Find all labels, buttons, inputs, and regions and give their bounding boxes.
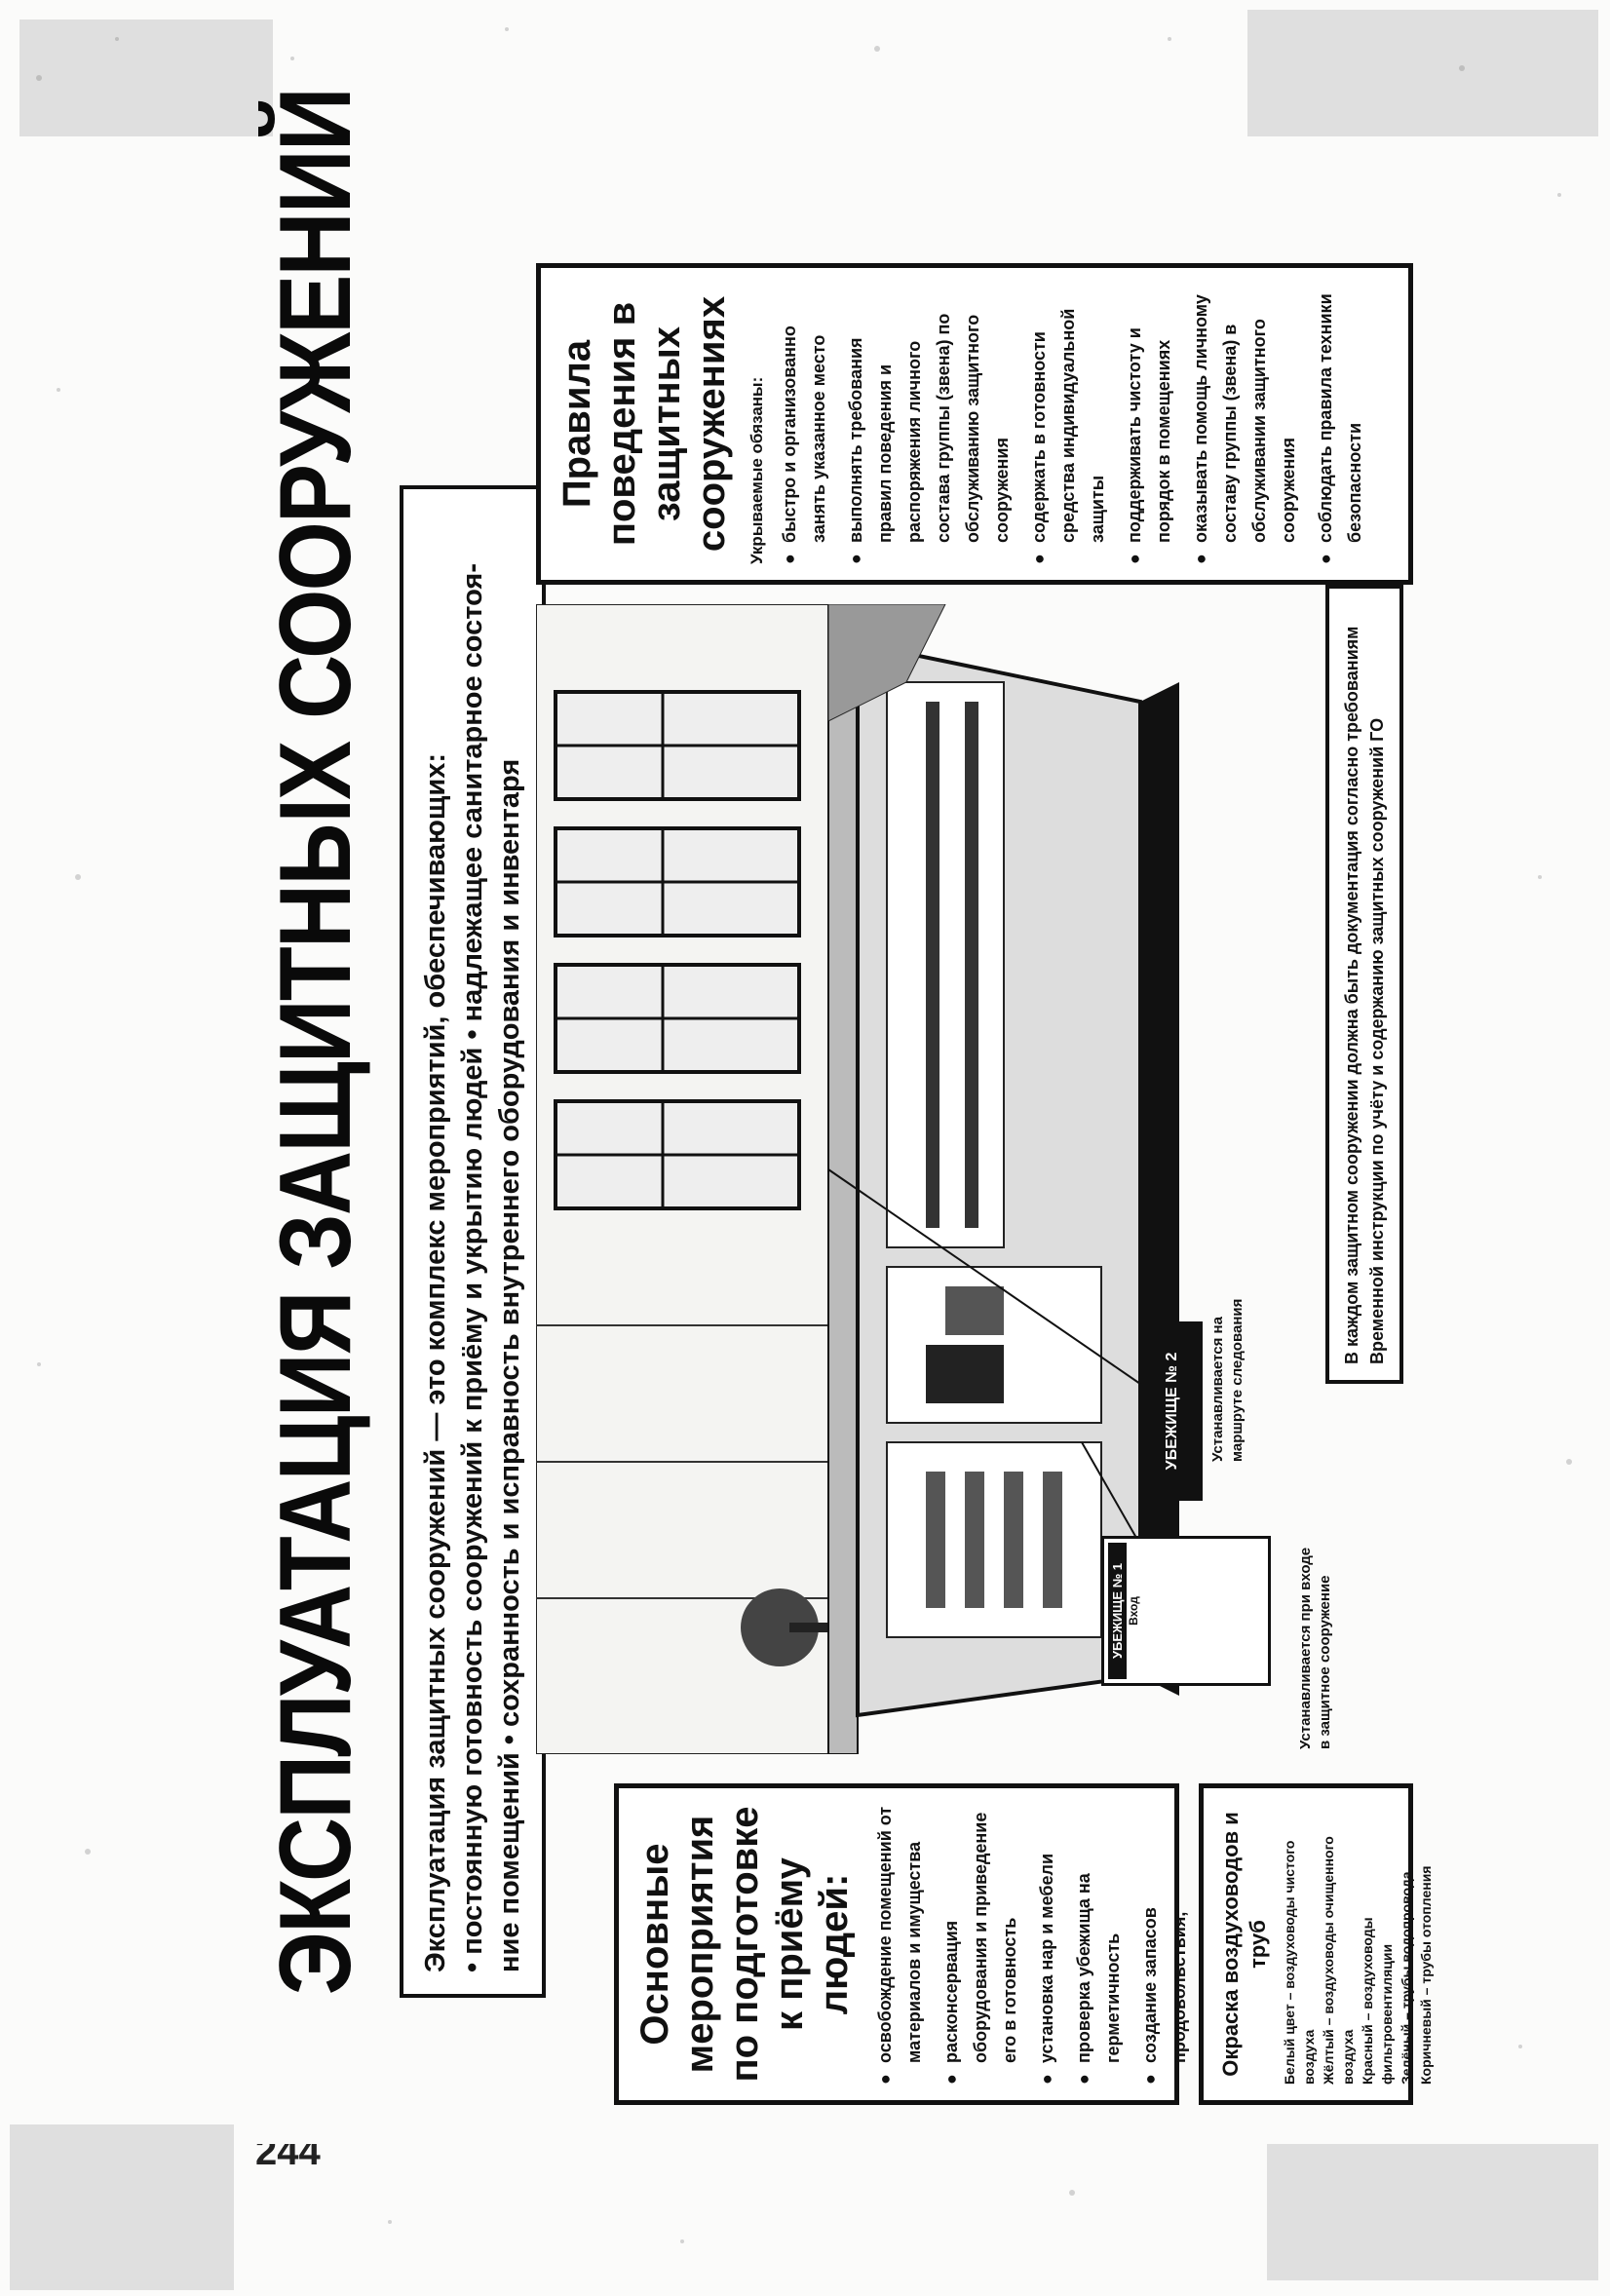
list-item: Белый цвет – воздуховоды чистого воздуха — [1282, 1840, 1317, 2085]
pipe-colors-box: Окраска воздуховодов и труб Белый цвет –… — [1199, 1783, 1434, 2105]
documentation-note: В каждом защитном сооружении должна быть… — [1325, 585, 1403, 1384]
list-item: содержать в готовности средства индивиду… — [1024, 284, 1112, 564]
list-item: оказывать помощь личному составу группы … — [1186, 284, 1303, 564]
shelter-sign-2: УБЕЖИЩЕ № 2 — [1150, 1321, 1203, 1501]
list-item: проверка убежища на герметичность — [1069, 1804, 1128, 2085]
sign-title: УБЕЖИЩЕ № 1 — [1108, 1543, 1127, 1679]
preparation-heading: Основные мероприятия по подготовке к при… — [633, 1806, 856, 2083]
pipe-colors-list: Белый цвет – воздуховоды чистого воздуха… — [1280, 1804, 1436, 2085]
list-item: Красный – воздуховоды фильтровентиляции — [1360, 1917, 1395, 2085]
list-item: Коричневый – трубы отопления — [1418, 1865, 1434, 2085]
list-item: соблюдать правила техники безопасности — [1311, 284, 1369, 564]
pipe-colors-heading: Окраска воздуховодов и труб — [1218, 1812, 1270, 2077]
intro-box: Эксплуатация защитных сооружений — это к… — [400, 485, 546, 1998]
poster: ЭКСПЛУАТАЦИЯ ЗАЩИТНЫХ СООРУЖЕНИЙ Эксплуа… — [234, 89, 1442, 2144]
sign-body: Вход — [1127, 1596, 1140, 1626]
intro-line: ние помещений • сохранность и исправност… — [494, 758, 525, 1972]
behavior-rules-intro: Укрываемые обязаны: — [748, 376, 766, 564]
intro-lead: Эксплуатация защитных сооружений — это к… — [420, 753, 451, 1972]
behavior-rules-list: быстро и организованно занять указанное … — [775, 284, 1369, 564]
intro-line: • постоянную готовность сооружений к при… — [457, 563, 488, 1972]
list-item: освобождение помещений от материалов и и… — [870, 1804, 929, 2085]
list-item: расконсервация оборудования и приведение… — [937, 1804, 1024, 2085]
list-item: выполнять требования правил поведения и … — [841, 284, 1016, 564]
callout-route: Устанавливается на маршруте следования — [1209, 1298, 1246, 1462]
callout-entrance: Устанавливается при входе в защитное соо… — [1297, 1547, 1333, 1749]
poster-title: ЭКСПЛУАТАЦИЯ ЗАЩИТНЫХ СООРУЖЕНИЙ — [259, 89, 372, 1996]
behavior-rules-heading: Правила поведения в защитных сооружениях — [556, 295, 733, 553]
list-item: быстро и организованно занять указанное … — [775, 284, 833, 564]
behavior-rules-box: Правила поведения в защитных сооружениях… — [536, 263, 1413, 585]
building-shelter-illustration — [536, 604, 1179, 1754]
list-item: Жёлтый – воздуховоды очищенного воздуха — [1321, 1836, 1356, 2085]
list-item: установка нар и мебели — [1032, 1804, 1061, 2085]
list-item: поддерживать чистоту и порядок в помещен… — [1120, 284, 1178, 564]
list-item: Зелёный – трубы водопровода — [1399, 1871, 1414, 2085]
preparation-box: Основные мероприятия по подготовке к при… — [614, 1783, 1218, 2105]
shelter-sign-1: УБЕЖИЩЕ № 1 Вход — [1101, 1536, 1271, 1686]
preparation-list: освобождение помещений от материалов и и… — [870, 1804, 1223, 2085]
